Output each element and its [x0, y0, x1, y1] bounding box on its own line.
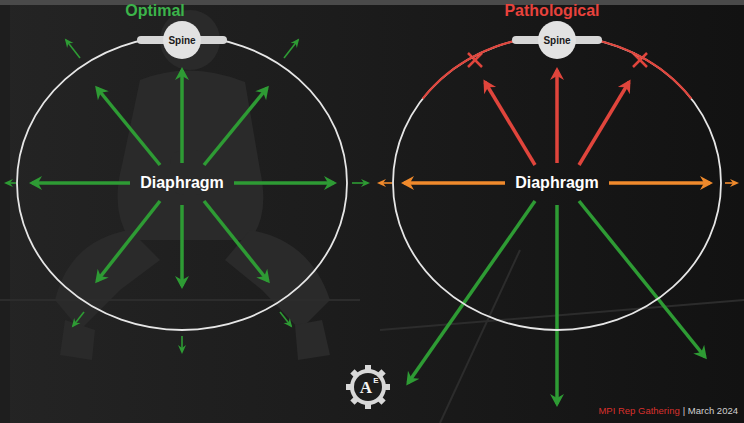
spine-label: Spine: [543, 35, 570, 46]
region-label: Diaphragm: [515, 174, 599, 192]
footer: MPI Rep Gathering | March 2024: [595, 400, 738, 418]
panel-title: Pathological: [504, 2, 599, 20]
region-label: Diaphragm: [140, 174, 224, 192]
region-ellipse: OptimalDiaphragm: [16, 35, 348, 331]
panel-title: Optimal: [125, 2, 185, 20]
region-ellipse: PathologicalDiaphragm: [392, 35, 722, 331]
spine-label: Spine: [168, 35, 195, 46]
logo-letter: A: [360, 378, 372, 398]
spine-circle: Spine: [538, 21, 576, 59]
spine-circle: Spine: [163, 21, 201, 59]
logo-superscript: E: [373, 376, 378, 385]
footer-date: | March 2024: [683, 405, 738, 416]
footer-event: MPI Rep Gathering: [598, 405, 679, 416]
